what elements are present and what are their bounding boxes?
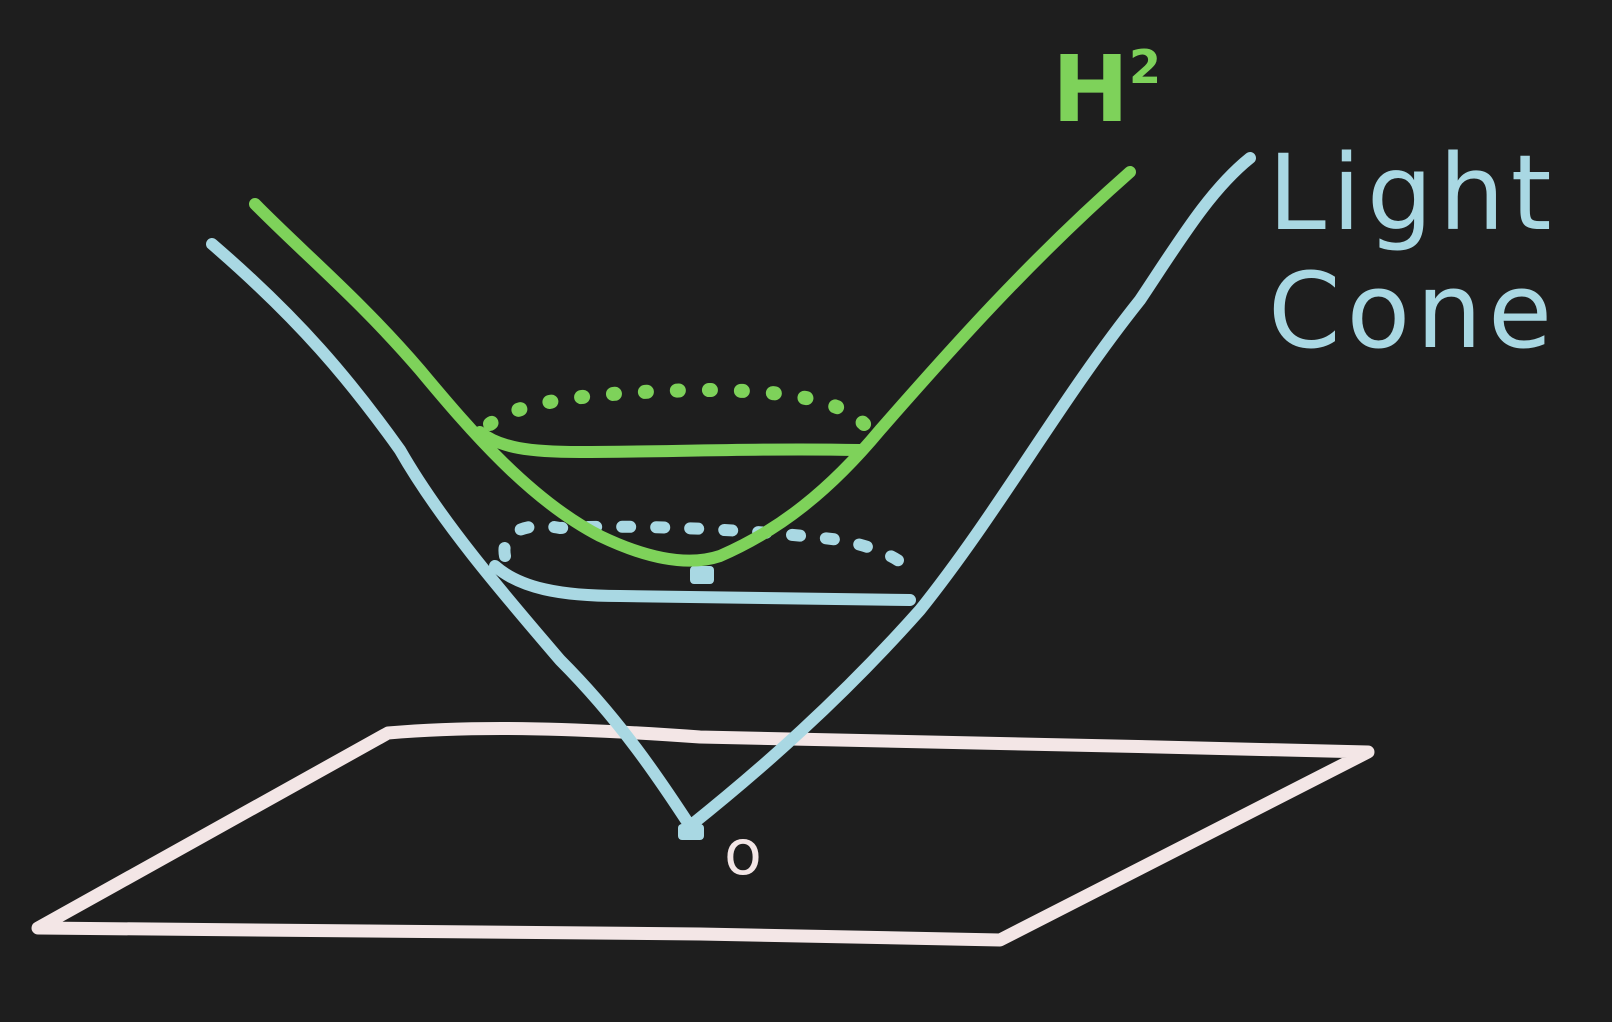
origin-label: o — [724, 816, 762, 889]
hyperboloid-label-main: H — [1052, 36, 1129, 143]
light-cone-label-line2: Cone — [1268, 250, 1559, 372]
light-cone-section-back — [498, 520, 911, 572]
hyperboloid-section-back — [483, 383, 873, 433]
hyperboloid-label: H2 — [1052, 44, 1161, 136]
hyperboloid-section-front — [474, 426, 866, 458]
light-cone-apex-marker — [678, 824, 704, 840]
light-cone-label-line1: Light — [1268, 132, 1558, 254]
hyperboloid-label-superscript: 2 — [1129, 40, 1161, 95]
light-cone-section-marker — [690, 566, 714, 584]
light-cone-left-edge — [206, 238, 696, 832]
light-cone-right-edge — [684, 152, 1256, 832]
hyperboloid-curve — [249, 166, 1136, 567]
light-cone-label: Light Cone — [1268, 134, 1558, 370]
light-cone-section-front — [489, 560, 916, 606]
